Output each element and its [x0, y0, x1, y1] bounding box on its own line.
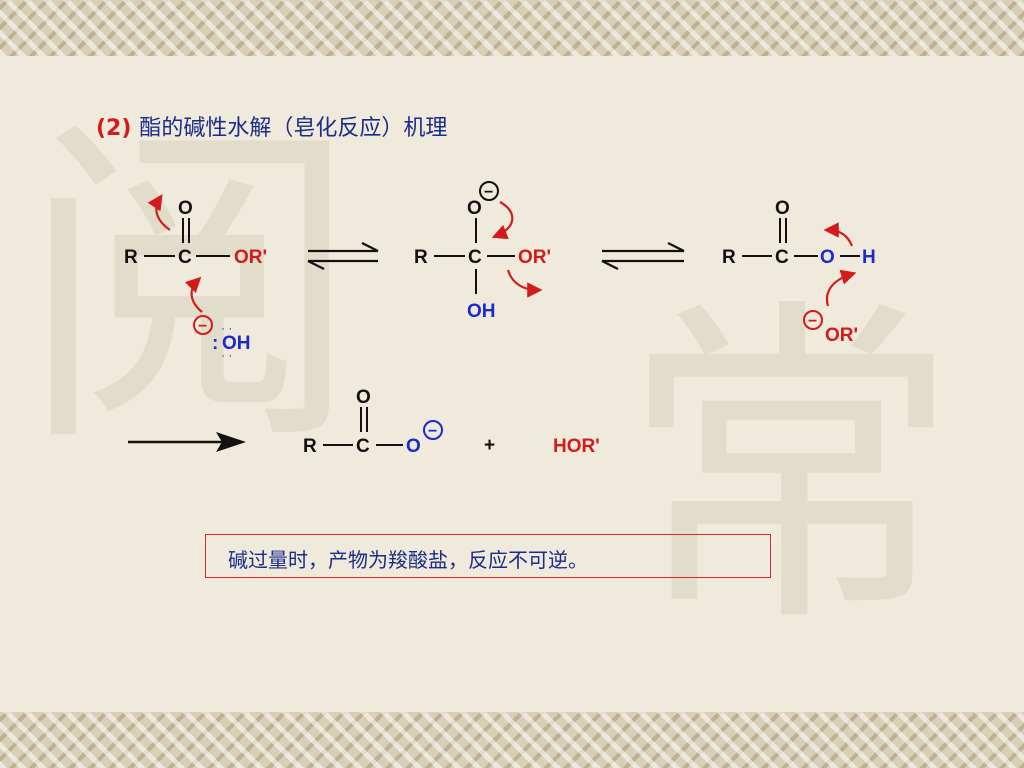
bottom-decorative-border: [0, 712, 1024, 768]
title-text: 酯的碱性水解（皂化反应）机理: [139, 116, 448, 141]
hydroxyl-oxygen-label: O: [820, 247, 835, 268]
central-carbon-label: C: [468, 247, 482, 268]
carbonyl-oxygen-label: O: [775, 198, 790, 219]
alcohol-product-label: HOR': [553, 436, 600, 457]
carbonyl-carbon-label: C: [356, 436, 370, 457]
curved-arrow-icon: [506, 269, 543, 298]
curved-arrow-icon: [825, 269, 857, 307]
r-group-label: R: [414, 247, 428, 268]
alkoxide-oxygen-label: O: [467, 198, 482, 219]
tetrahedral-intermediate: R C O − OH OR': [414, 181, 551, 322]
hydroxyl-label: OH: [467, 301, 496, 322]
hydroxide-ion: − : OH · · · ·: [193, 315, 251, 362]
negative-charge-sign: −: [198, 318, 207, 335]
hydroxide-dots-top: · ·: [221, 321, 232, 335]
carbonyl-carbon-label: C: [775, 247, 789, 268]
note-box: 碱过量时，产物为羧酸盐，反应不可逆。: [205, 534, 771, 578]
alkoxy-label: OR': [518, 247, 551, 268]
alkoxy-label: OR': [234, 247, 267, 268]
curved-arrow-icon: [823, 222, 854, 247]
reaction-arrow-icon: [128, 432, 246, 452]
carboxylate-structure: R C O O −: [303, 387, 443, 457]
hydroxide-label: OH: [222, 333, 251, 354]
r-group-label: R: [124, 247, 138, 268]
note-text: 碱过量时，产物为羧酸盐，反应不可逆。: [228, 548, 588, 572]
hydroxide-lone-pair: :: [212, 333, 218, 354]
carbonyl-oxygen-label: O: [178, 198, 193, 219]
page-title: (2) 酯的碱性水解（皂化反应）机理: [96, 110, 447, 142]
hydroxide-dots-bottom: · ·: [221, 348, 232, 362]
negative-charge-icon: [803, 310, 823, 330]
negative-charge-icon: [479, 181, 499, 201]
r-group-label: R: [722, 247, 736, 268]
ester-structure: R C O OR': [124, 198, 267, 268]
curved-arrow-icon: [184, 276, 203, 313]
curved-arrow-icon: [147, 194, 171, 231]
r-group-label: R: [303, 436, 317, 457]
plus-sign: +: [484, 435, 495, 456]
background-watermark-right: 常: [620, 272, 960, 668]
negative-charge-icon: [193, 315, 213, 335]
alkoxide-label: OR': [825, 325, 858, 346]
equilibrium-arrow-icon: [307, 242, 379, 270]
carbonyl-oxygen-label: O: [356, 387, 371, 408]
carbonyl-carbon-label: C: [178, 247, 192, 268]
top-decorative-border: [0, 0, 1024, 56]
curved-arrow-icon: [491, 201, 514, 240]
acidic-hydrogen-label: H: [862, 247, 876, 268]
equilibrium-arrow-icon: [601, 242, 685, 270]
negative-charge-sign: −: [808, 313, 817, 330]
negative-charge-sign: −: [428, 423, 437, 440]
negative-charge-sign: −: [484, 184, 493, 201]
carboxylate-oxygen-label: O: [406, 436, 421, 457]
negative-charge-icon: [423, 420, 443, 440]
alkoxide-ion: − OR': [803, 310, 858, 346]
carboxylic-acid-structure: R C O O H: [722, 198, 876, 268]
title-number: (2): [96, 116, 132, 141]
